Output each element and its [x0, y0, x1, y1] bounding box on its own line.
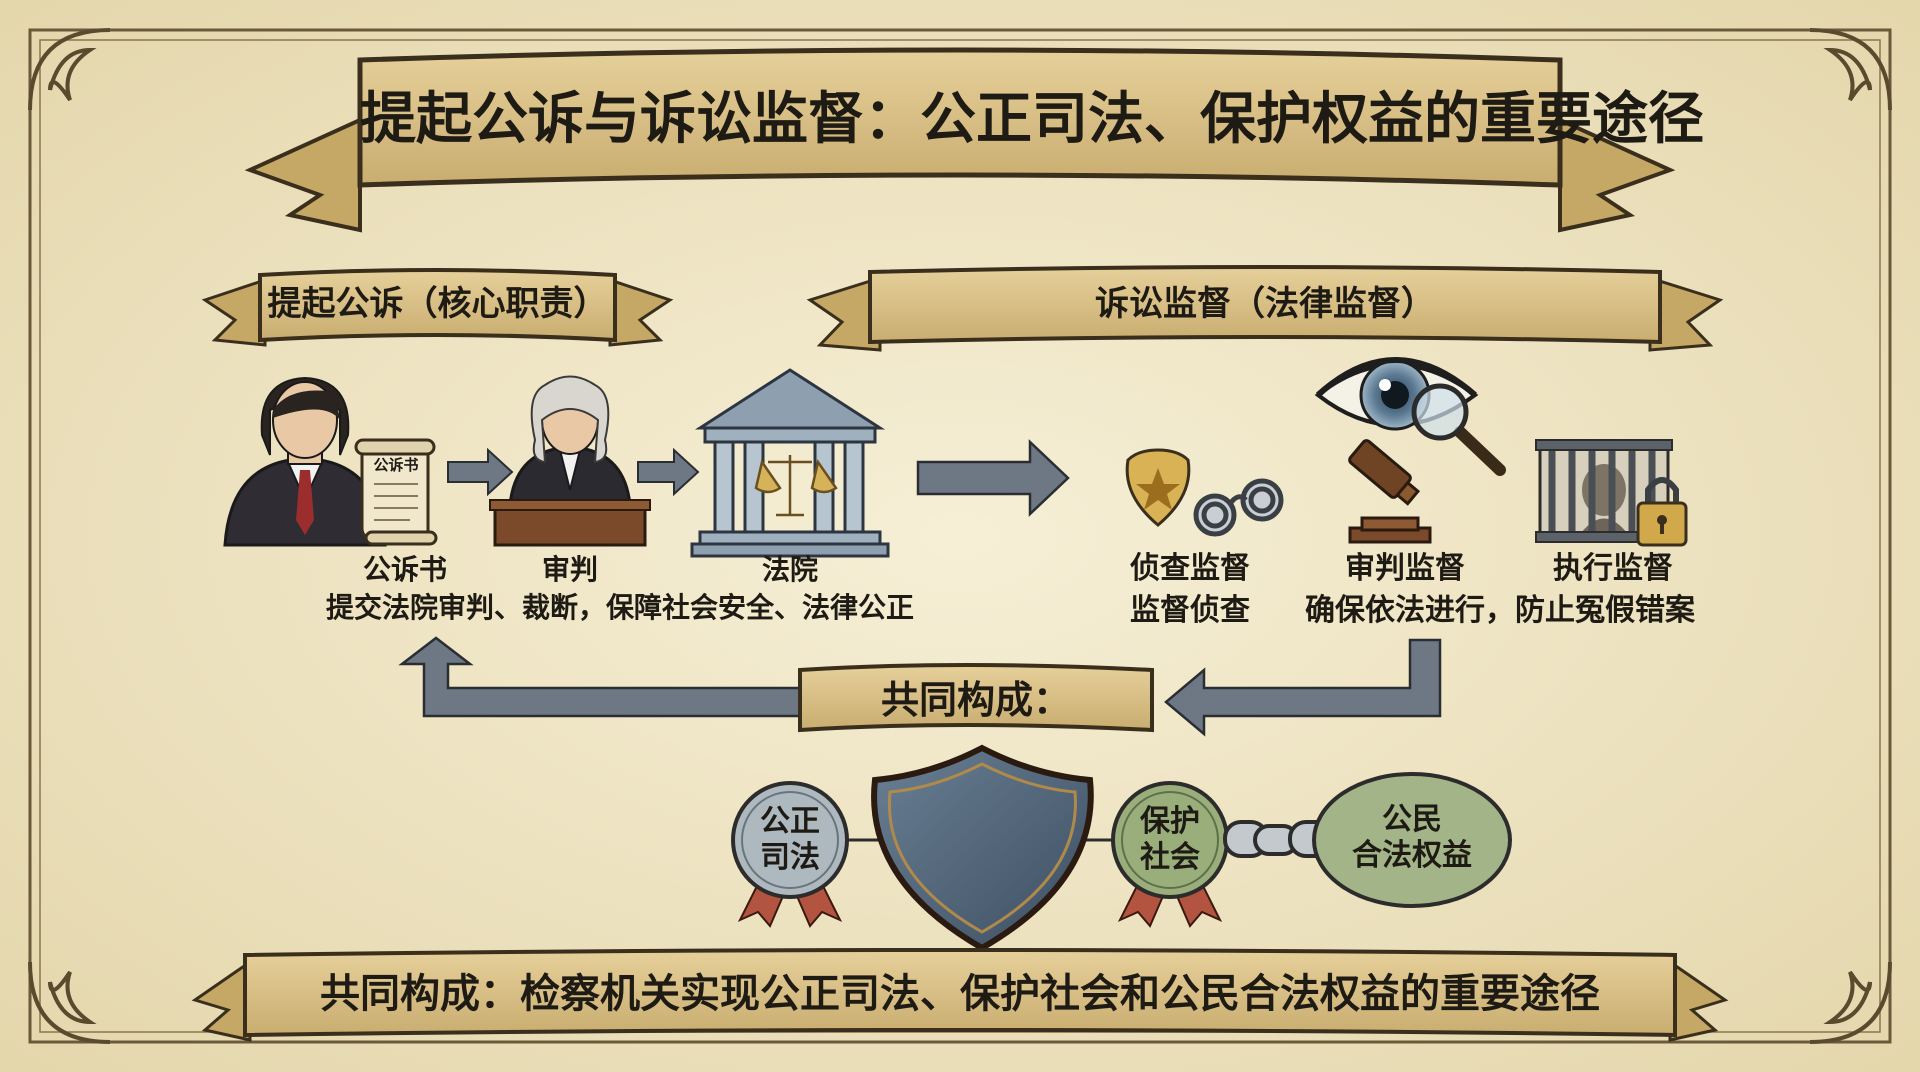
outcome-citizen-line2: 合法权益: [1352, 838, 1472, 873]
police-badge-icon: [1125, 448, 1191, 527]
indictment-scroll-icon: [354, 438, 438, 546]
middle-banner: [798, 663, 1154, 733]
section-arrow: [916, 439, 1070, 517]
flow-arrow-1: [447, 447, 514, 497]
medal-justice-ring: [741, 791, 839, 889]
right-banner-label: 诉讼监督（法律监督）: [1095, 284, 1435, 324]
outcome-justice-line1: 公正: [760, 804, 820, 839]
title-ribbon: [244, 47, 1676, 233]
magnifier-icon: [1411, 383, 1506, 476]
outcome-society-line1: 保护: [1140, 804, 1200, 839]
outcome-citizen-line1: 公民: [1382, 802, 1442, 837]
node-label-indictment: 公诉书: [362, 553, 447, 586]
scroll-label: 公诉书: [373, 456, 418, 474]
middle-banner-label: 共同构成：: [880, 678, 1071, 722]
corner-ornament-icon: [28, 28, 1892, 1044]
prosecutor-icon: [223, 376, 387, 547]
bottom-banner-label: 共同构成：检察机关实现公正司法、保护社会和公民合法权益的重要途径: [320, 971, 1600, 1017]
outcome-justice-line2: 司法: [760, 840, 820, 875]
node-label-trial-supervision: 审判监督: [1345, 551, 1465, 586]
left-description: 提交法院审判、裁断，保障社会安全、法律公正: [325, 591, 914, 624]
right-section-banner: [806, 265, 1724, 352]
flow-arrow-2: [637, 447, 700, 497]
shield-icon: [871, 744, 1094, 952]
citizen-rights-oval: [1312, 772, 1512, 908]
medal-society-ring: [1121, 791, 1219, 889]
bottom-ribbon: [191, 948, 1729, 1042]
judge-icon: [489, 375, 651, 547]
node-label-trial: 审判: [541, 553, 598, 586]
node-label-execution-supervision: 执行监督: [1553, 551, 1673, 586]
gavel-icon: [1348, 439, 1432, 544]
left-banner-label: 提起公诉（核心职责）: [267, 284, 608, 324]
arrow-up-to-left-text: [398, 636, 810, 718]
outcome-society-line2: 社会: [1140, 840, 1200, 875]
page-title: 提起公诉与诉讼监督：公正司法、保护权益的重要途径: [360, 87, 1704, 152]
padlock-icon: [1636, 477, 1688, 547]
desc-investigation-supervision: 监督侦查: [1130, 593, 1250, 628]
arrow-from-right-to-center: [1164, 638, 1442, 737]
handcuffs-icon: [1193, 478, 1284, 537]
desc-trial-supervision: 确保依法进行，防止冤假错案: [1305, 593, 1695, 628]
node-label-court: 法院: [761, 553, 818, 586]
medal-justice-icon: [731, 781, 849, 899]
node-label-investigation-supervision: 侦查监督: [1130, 551, 1250, 586]
frame-border: [28, 28, 1892, 1044]
left-section-banner: [201, 268, 674, 347]
court-building-icon: [690, 368, 890, 558]
